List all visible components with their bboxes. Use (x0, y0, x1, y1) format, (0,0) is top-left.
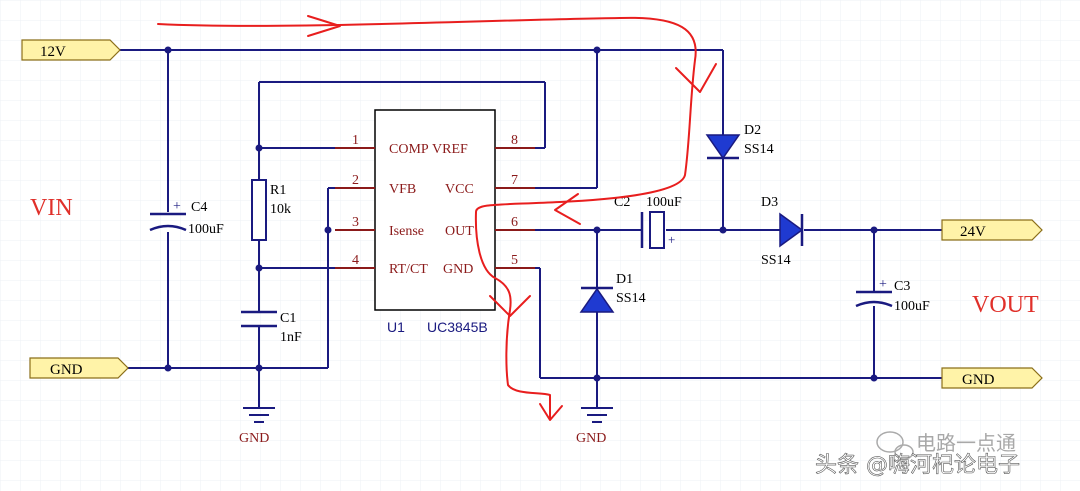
r1-ref: R1 (270, 183, 286, 198)
pin-number: 2 (352, 173, 359, 188)
gnd-symbol-left-label: GND (239, 431, 269, 446)
c3-value: 100uF (894, 299, 930, 314)
pin-name: GND (443, 262, 473, 277)
pin-number: 7 (511, 173, 518, 188)
ic-body (374, 109, 496, 311)
c1-ref: C1 (280, 311, 296, 326)
ic-part: UC3845B (427, 319, 488, 335)
pin-name: VCC (445, 182, 474, 197)
pin-name: RT/CT (389, 262, 428, 277)
diode-d3: D3 SS14 (761, 195, 804, 268)
pin-number: 8 (511, 133, 518, 148)
junction-dot (255, 264, 263, 272)
watermark-brand: 电路一点通 (916, 431, 1016, 455)
capacitor-c4: + C4 100uF (149, 199, 224, 237)
chat-bubble-icon (876, 431, 914, 460)
junction-dot (593, 46, 601, 54)
c4-value: 100uF (188, 222, 224, 237)
gnd-symbol-right (581, 407, 613, 423)
vin-label: VIN (30, 195, 73, 221)
junction-dot (870, 226, 878, 234)
port-gnd-in-label: GND (50, 362, 83, 378)
port-gnd-out: GND (941, 367, 1043, 389)
pin-number: 4 (352, 253, 359, 268)
diode-d2: D2 SS14 (705, 123, 774, 160)
vout-label: VOUT (972, 292, 1039, 318)
port-24v: 24V (941, 219, 1043, 241)
junction-dot (164, 364, 172, 372)
d3-ref: D3 (761, 195, 778, 210)
pin-name: Isense (389, 224, 424, 239)
c2-polarity: + (668, 232, 675, 247)
gnd-symbol-right-label: GND (576, 431, 606, 446)
junction-dot (719, 226, 727, 234)
d2-value: SS14 (744, 142, 774, 157)
watermark: 电路一点通 头条 @嗨河杞论电子 (815, 431, 1021, 478)
pin-number: 3 (352, 215, 359, 230)
junction-dot (593, 226, 601, 234)
port-gnd-in: GND (29, 357, 129, 379)
arrow-head-icon (539, 403, 563, 421)
ic-u1: 1 2 3 4 8 7 6 5 COMP VFB Isense RT/CT VR… (335, 109, 535, 335)
current-path-line (157, 16, 697, 419)
port-gnd-out-label: GND (962, 372, 995, 388)
watermark-author: 头条 @嗨河杞论电子 (815, 453, 1020, 478)
junction-dot (593, 374, 601, 382)
junction-dot (870, 374, 878, 382)
arrow-head-icon (554, 193, 581, 225)
arrow-head-icon (675, 63, 717, 93)
port-24v-label: 24V (960, 224, 986, 240)
pin-name: OUT (445, 224, 474, 239)
d1-ref: D1 (616, 272, 633, 287)
junction-dot (255, 364, 263, 372)
d2-ref: D2 (744, 123, 761, 138)
arrow-head-icon (307, 15, 341, 37)
r1-value: 10k (270, 202, 291, 217)
ic-ref: U1 (387, 319, 405, 335)
c2-value: 100uF (646, 195, 682, 210)
port-12v-label: 12V (40, 44, 66, 60)
pin-name: COMP (389, 142, 429, 157)
c1-value: 1nF (280, 330, 302, 345)
junction-dot (255, 144, 263, 152)
d1-value: SS14 (616, 291, 646, 306)
current-flow-annotation (157, 15, 717, 421)
capacitor-c1: C1 1nF (241, 310, 302, 345)
gnd-symbol-left (243, 407, 275, 423)
pin-number: 5 (511, 253, 518, 268)
junction-dots (164, 46, 878, 382)
c2-ref: C2 (614, 195, 630, 210)
capacitor-c2: + C2 100uF (614, 195, 682, 249)
resistor-r1: R1 10k (251, 179, 291, 241)
pin-name: VREF (432, 142, 468, 157)
d3-value: SS14 (761, 253, 791, 268)
c3-polarity: + (879, 277, 887, 292)
pin-name: VFB (389, 182, 416, 197)
pin-number: 1 (352, 133, 359, 148)
arrow-head-icon (489, 295, 531, 317)
pin-number: 6 (511, 215, 518, 230)
c4-polarity: + (173, 199, 181, 214)
junction-dot (324, 226, 332, 234)
junction-dot (164, 46, 172, 54)
diode-d1: D1 SS14 (579, 272, 646, 313)
capacitor-c3: + C3 100uF (855, 277, 930, 314)
c4-ref: C4 (191, 200, 207, 215)
port-12v: 12V (21, 39, 121, 61)
c3-ref: C3 (894, 279, 910, 294)
